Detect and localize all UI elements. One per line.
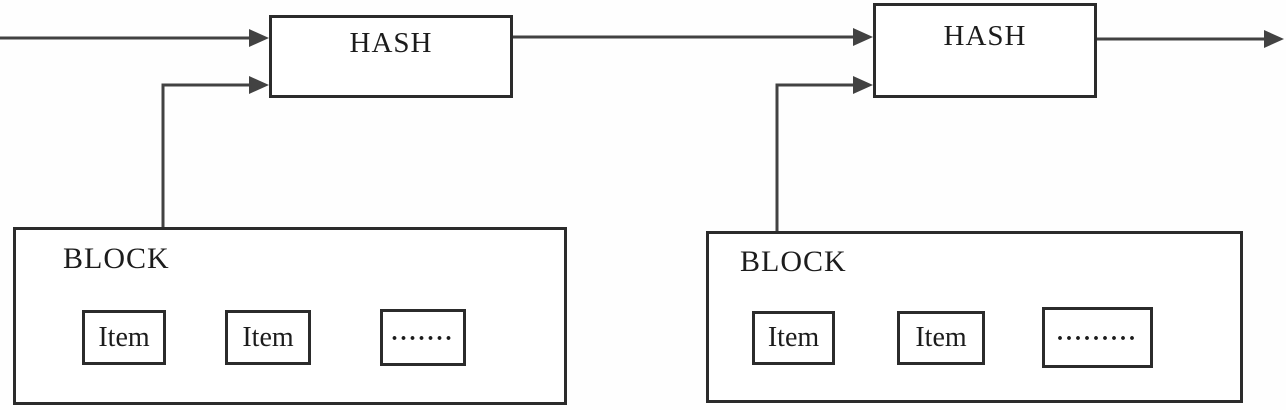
arrow-output (1097, 30, 1284, 48)
arrow-hash1-to-hash2 (513, 28, 873, 46)
block2-item-box-1: Item (752, 311, 835, 365)
arrow-input (0, 29, 269, 47)
hash-node-1: HASH (269, 15, 513, 98)
block2-ellipsis-label: ......... (1057, 320, 1138, 346)
block-node-2: BLOCK Item Item ......... (706, 231, 1243, 403)
block-node-2-label: BLOCK (740, 245, 847, 278)
arrow-block1-to-hash1 (161, 76, 269, 227)
block2-item-1-label: Item (767, 322, 820, 353)
block1-item-1-label: Item (98, 321, 150, 353)
arrow-block2-to-hash2 (775, 76, 873, 231)
block-node-1-label: BLOCK (63, 242, 170, 275)
block-node-1: BLOCK Item Item ....... (13, 227, 567, 405)
block1-ellipsis-label: ....... (391, 320, 455, 346)
hash-node-2-label: HASH (943, 20, 1027, 52)
block2-item-box-2: Item (897, 311, 985, 365)
block1-ellipsis-box: ....... (380, 309, 466, 366)
block1-item-2-label: Item (242, 321, 294, 353)
block2-ellipsis-box: ......... (1042, 307, 1153, 368)
hash-node-2: HASH (873, 3, 1097, 98)
hash-node-1-label: HASH (349, 27, 433, 59)
block1-item-box-2: Item (225, 310, 311, 365)
block1-item-box-1: Item (82, 310, 166, 365)
block2-item-2-label: Item (915, 322, 967, 353)
